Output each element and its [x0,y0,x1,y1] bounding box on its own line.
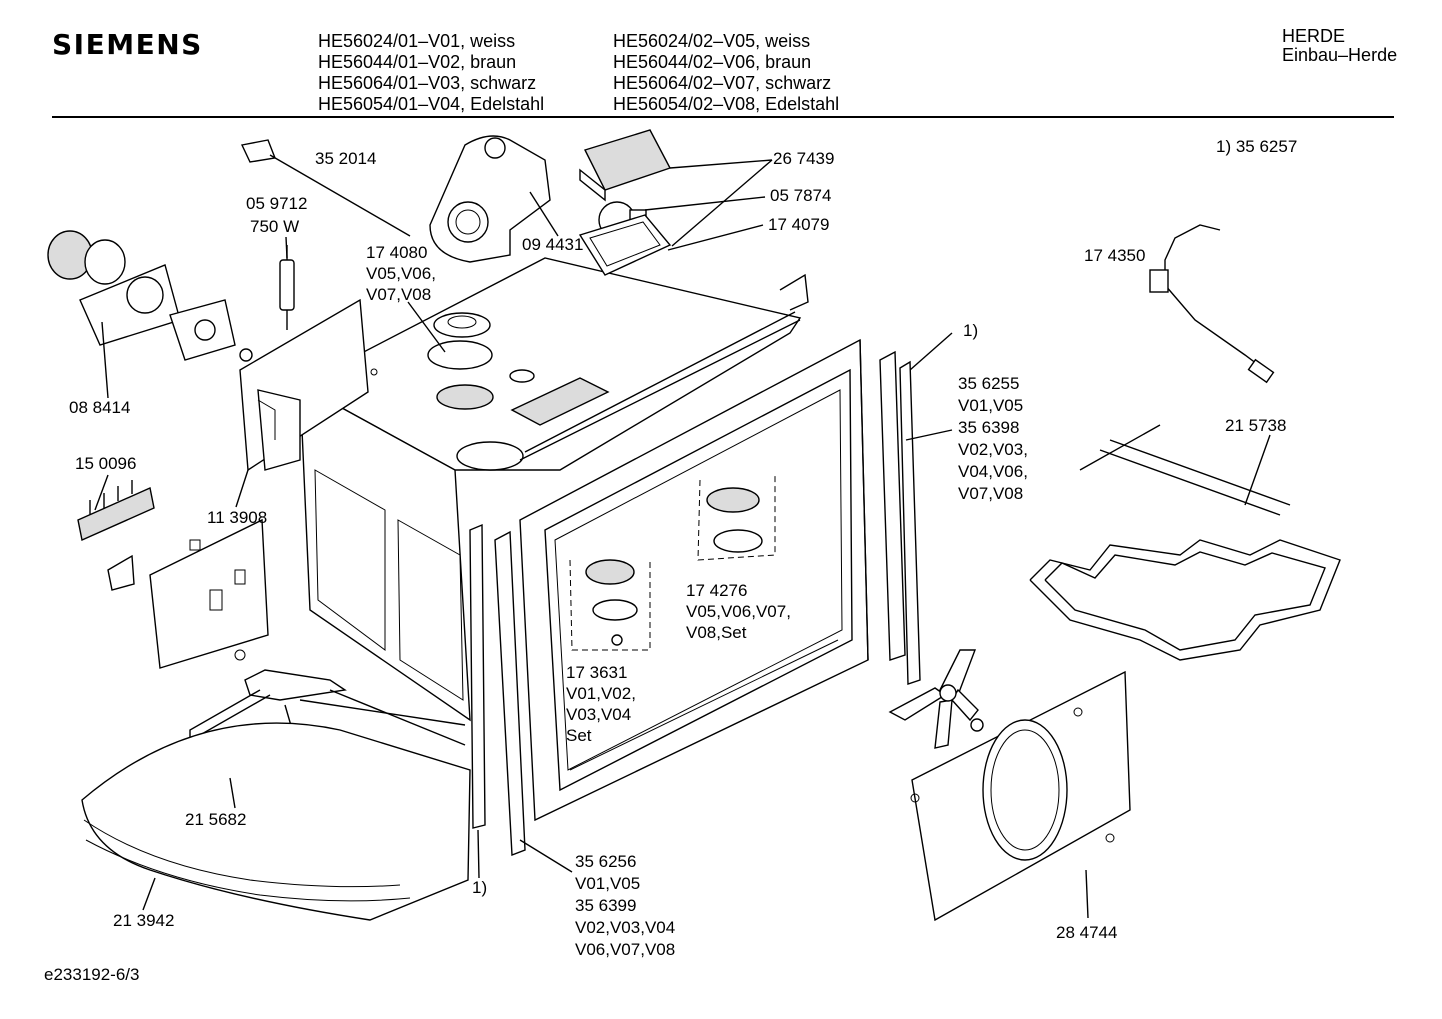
leader-lines [94,159,1271,919]
part-label: 21 5738 [1225,416,1286,435]
oven-muffle-front [519,338,869,822]
part-label: V05,V06,V07, [686,602,791,621]
part-label: 21 5682 [185,810,246,829]
part-label: 35 2014 [315,149,376,168]
part-label: 17 4276 [686,581,747,600]
part-label: 09 4431 [522,235,583,254]
part-label: V04,V06, [958,462,1028,481]
insulation-mat [81,722,471,921]
top-heating-element [1029,424,1341,661]
part-label: V01,V05 [575,874,640,893]
model-line: HE56054/02–V08, Edelstahl [613,94,840,114]
left-side-rails [469,523,526,856]
brand-logo: SIEMENS [52,28,203,61]
part-label: 17 4080 [366,243,427,262]
part-label: V03,V04 [566,705,631,724]
interior-lamp-covers [569,475,776,651]
part-label: V06,V07,V08 [575,940,675,959]
part-label: 1) [472,878,487,897]
oven-lamp-assembly [578,129,672,276]
part-label: V08,Set [686,623,747,642]
category-line: HERDE [1282,26,1346,46]
part-label: V01,V05 [958,396,1023,415]
part-label: 26 7439 [773,149,834,168]
right-side-rails [879,350,921,685]
part-label: 17 4350 [1084,246,1145,265]
part-label: 05 7874 [770,186,831,205]
part-label: 35 6255 [958,374,1019,393]
rear-cover-plate [910,670,1131,922]
category-line: Einbau–Herde [1282,45,1398,65]
model-line: HE56024/01–V01, weiss [318,31,516,51]
part-label: V02,V03, [958,440,1028,459]
part-label: 1) [963,321,978,340]
part-label: 17 3631 [566,663,627,682]
part-label: V07,V08 [366,285,431,304]
model-line: HE56054/01–V04, Edelstahl [318,94,545,114]
part-label: 35 6399 [575,896,636,915]
part-label: 35 6256 [575,852,636,871]
part-label: V02,V03,V04 [575,918,675,937]
header-divider [52,116,1394,118]
part-label: 21 3942 [113,911,174,930]
part-label: 35 6398 [958,418,1019,437]
left-side-panel [239,298,369,472]
oven-housing [298,257,809,722]
model-line: HE56064/01–V03, schwarz [318,73,537,93]
part-label: V05,V06, [366,264,436,283]
convection-fan-blade [888,649,984,749]
model-list-left: HE56024/01–V01, weiss HE56044/01–V02, br… [318,31,544,115]
footnote-label: 1) 35 6257 [1216,137,1297,156]
sensor-probe [240,139,411,237]
part-label: 750 W [250,217,299,236]
model-line: HE56024/02–V05, weiss [613,31,811,51]
lamp-holder-750w [279,245,295,330]
model-line: HE56064/02–V07, schwarz [613,73,832,93]
part-label: 17 4079 [768,215,829,234]
part-label: 15 0096 [75,454,136,473]
terminal-block [77,480,155,591]
fan-motor [47,230,253,362]
drawing-id: e233192-6/3 [44,965,140,984]
part-label: V07,V08 [958,484,1023,503]
category-label: HERDE Einbau–Herde [1282,27,1397,65]
part-label: 05 9712 [246,194,307,213]
part-labels: 1) 35 6257 35 2014 05 9712 750 W 17 4080… [69,137,1297,959]
fan-wheel-parts [427,312,535,410]
model-line: HE56044/02–V06, braun [613,52,812,72]
part-label: V01,V02, [566,684,636,703]
part-label: 28 4744 [1056,923,1117,942]
part-label: 11 3908 [207,508,267,527]
top-cover [429,135,551,263]
terminal-bracket [149,518,269,669]
part-label: 08 8414 [69,398,130,417]
temperature-sensor [1149,224,1275,384]
part-label: Set [566,726,592,745]
model-line: HE56044/01–V02, braun [318,52,517,72]
model-list-right: HE56024/02–V05, weiss HE56044/02–V06, br… [613,31,839,115]
